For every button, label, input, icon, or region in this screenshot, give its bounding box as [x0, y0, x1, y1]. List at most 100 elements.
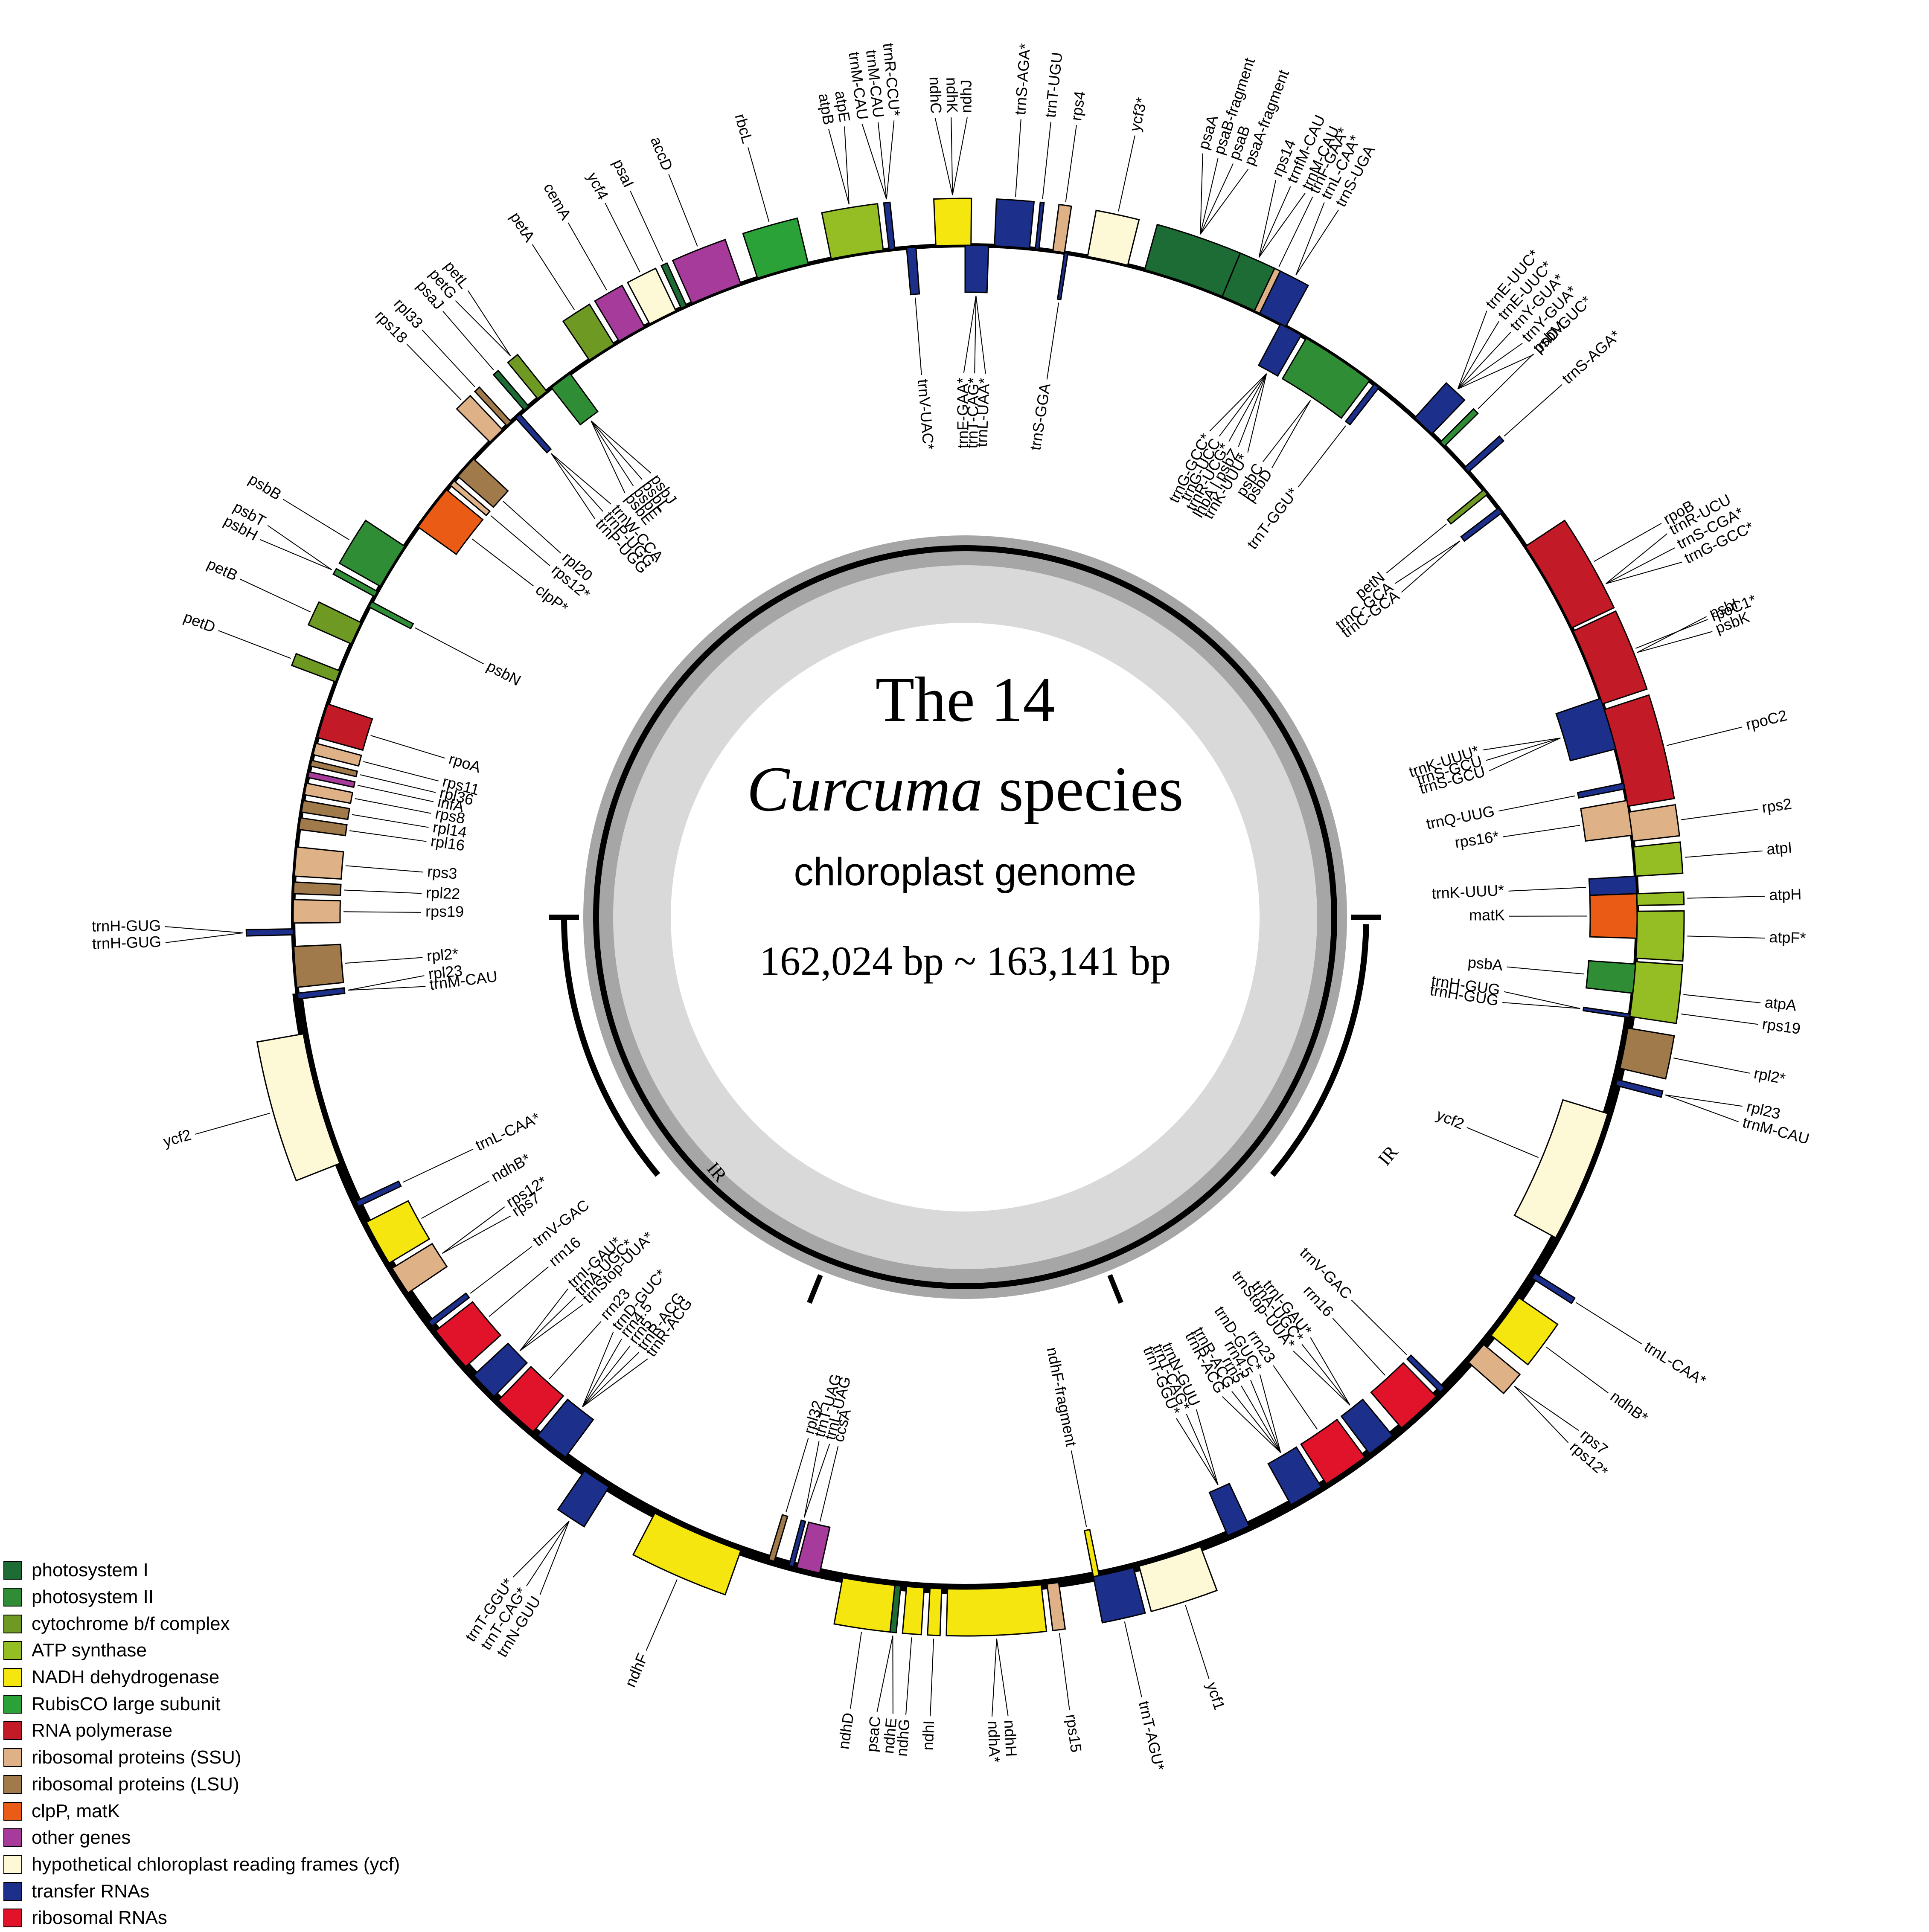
- gene-label: psbB: [246, 470, 285, 503]
- gene-block-trnt-agu-: [1092, 1567, 1146, 1624]
- legend-label: ribosomal proteins (SSU): [32, 1747, 241, 1768]
- gene-label: trnK-UUU*: [1431, 881, 1505, 902]
- legend-label: other genes: [32, 1827, 131, 1848]
- label-leader: [591, 420, 652, 474]
- gene-block-rps7: [391, 1243, 448, 1294]
- gene-block-peta: [562, 303, 615, 361]
- gene-block-rps2: [1628, 804, 1680, 842]
- label-leader: [1458, 343, 1523, 389]
- label-leader: [467, 290, 511, 356]
- label-leader: [567, 222, 607, 291]
- label-leader: [519, 1304, 584, 1351]
- gene-block-psbm: [1439, 408, 1479, 447]
- label-leader: [591, 420, 634, 487]
- label-leader: [1594, 523, 1662, 562]
- gene-block-rps18: [456, 395, 503, 443]
- label-leader: [1219, 373, 1267, 437]
- gene-block-rps16-: [1580, 799, 1633, 842]
- label-leader: [803, 1441, 820, 1518]
- label-leader: [355, 798, 431, 814]
- label-leader: [963, 296, 977, 374]
- gene-label: ycf3*: [1126, 96, 1150, 133]
- gene-block-rpoa: [317, 703, 373, 751]
- label-leader: [1015, 119, 1021, 197]
- label-leader: [1200, 158, 1219, 235]
- label-leader: [1394, 540, 1461, 584]
- gene-label: ndhI: [919, 1720, 937, 1751]
- label-leader: [591, 420, 626, 493]
- gene-label: rps2: [1761, 795, 1793, 816]
- label-leader: [1486, 738, 1561, 761]
- label-leader: [850, 1632, 862, 1709]
- gene-block-infa: [307, 771, 356, 788]
- gene-block-ccsa: [796, 1521, 831, 1574]
- legend-item: other genes: [3, 1825, 400, 1851]
- legend-item: ATP synthase: [3, 1637, 400, 1664]
- gene-label: ndhC: [926, 76, 945, 114]
- gene-label: trnH-GUG: [92, 917, 161, 935]
- label-leader: [1606, 561, 1682, 584]
- legend-label: ATP synthase: [32, 1640, 147, 1661]
- legend-swatch: [3, 1588, 22, 1607]
- label-leader: [347, 975, 425, 991]
- label-leader: [1687, 935, 1765, 939]
- label-leader: [1258, 186, 1291, 258]
- gene-label: ndhA*: [985, 1720, 1004, 1763]
- gene-label: trnQ-UUG: [1425, 802, 1496, 833]
- legend-label: RNA polymerase: [32, 1720, 173, 1741]
- label-leader: [352, 814, 429, 828]
- label-leader: [1185, 1605, 1210, 1679]
- label-leader: [974, 296, 977, 374]
- gene-block-trng-gcc-: [1257, 323, 1302, 377]
- legend-swatch: [3, 1721, 22, 1740]
- legend-item: ribosomal proteins (LSU): [3, 1771, 400, 1798]
- gene-label: atpH: [1769, 885, 1802, 904]
- gene-block-trnv-uac-: [906, 246, 920, 296]
- legend-item: hypothetical chloroplast reading frames …: [3, 1851, 400, 1878]
- label-leader: [1637, 616, 1707, 653]
- label-leader: [582, 1339, 622, 1407]
- legend-label: clpP, matK: [32, 1800, 120, 1822]
- gene-label: trnF-GAA*: [954, 378, 971, 448]
- label-leader: [165, 932, 243, 943]
- label-leader: [1241, 1386, 1281, 1453]
- gene-block-trnr-acg: [537, 1398, 594, 1458]
- label-leader: [1332, 1318, 1386, 1376]
- label-leader: [363, 761, 439, 782]
- gene-block-ndhd: [833, 1577, 896, 1633]
- gene-label: trnT-AGU*: [1135, 1699, 1168, 1772]
- legend-item: ribosomal proteins (SSU): [3, 1744, 400, 1771]
- gene-block-trnh-gug: [245, 928, 294, 937]
- label-leader: [1401, 540, 1461, 593]
- gene-block-cema: [594, 285, 646, 343]
- label-leader: [1673, 1058, 1750, 1074]
- legend-label: RubisCO large subunit: [32, 1693, 221, 1714]
- gene-block-rpl36: [309, 759, 358, 778]
- gene-block-rpl2-: [293, 944, 344, 988]
- legend-swatch: [3, 1748, 22, 1767]
- gene-block-psba: [1585, 960, 1636, 994]
- label-leader: [861, 124, 887, 200]
- gene-block-psai: [660, 262, 687, 309]
- label-leader: [930, 1639, 934, 1717]
- label-leader: [1295, 202, 1325, 276]
- label-leader: [442, 311, 494, 371]
- gene-block-trnt-ugu: [1034, 201, 1045, 250]
- label-leader: [357, 784, 434, 802]
- legend-item: photosystem II: [3, 1584, 400, 1611]
- label-leader: [345, 957, 423, 964]
- gene-block-trnf-gaa-: [964, 244, 989, 293]
- ir-boundary-tick: [1107, 1274, 1123, 1304]
- label-leader: [1065, 125, 1077, 202]
- gene-label: petB: [204, 555, 240, 584]
- gene-label: rps4: [1067, 90, 1088, 122]
- gene-block-trnm-cau: [297, 987, 346, 1000]
- gene-block-trnp-ugg: [515, 413, 552, 454]
- label-leader: [471, 538, 534, 587]
- label-leader: [1222, 1396, 1281, 1453]
- label-leader: [1310, 1337, 1350, 1406]
- legend-swatch: [3, 1614, 22, 1633]
- gene-label: trnL-CAA*: [1641, 1338, 1709, 1389]
- gene-block-trns-aga-: [994, 198, 1035, 249]
- gene-block-rrn23: [1300, 1418, 1366, 1485]
